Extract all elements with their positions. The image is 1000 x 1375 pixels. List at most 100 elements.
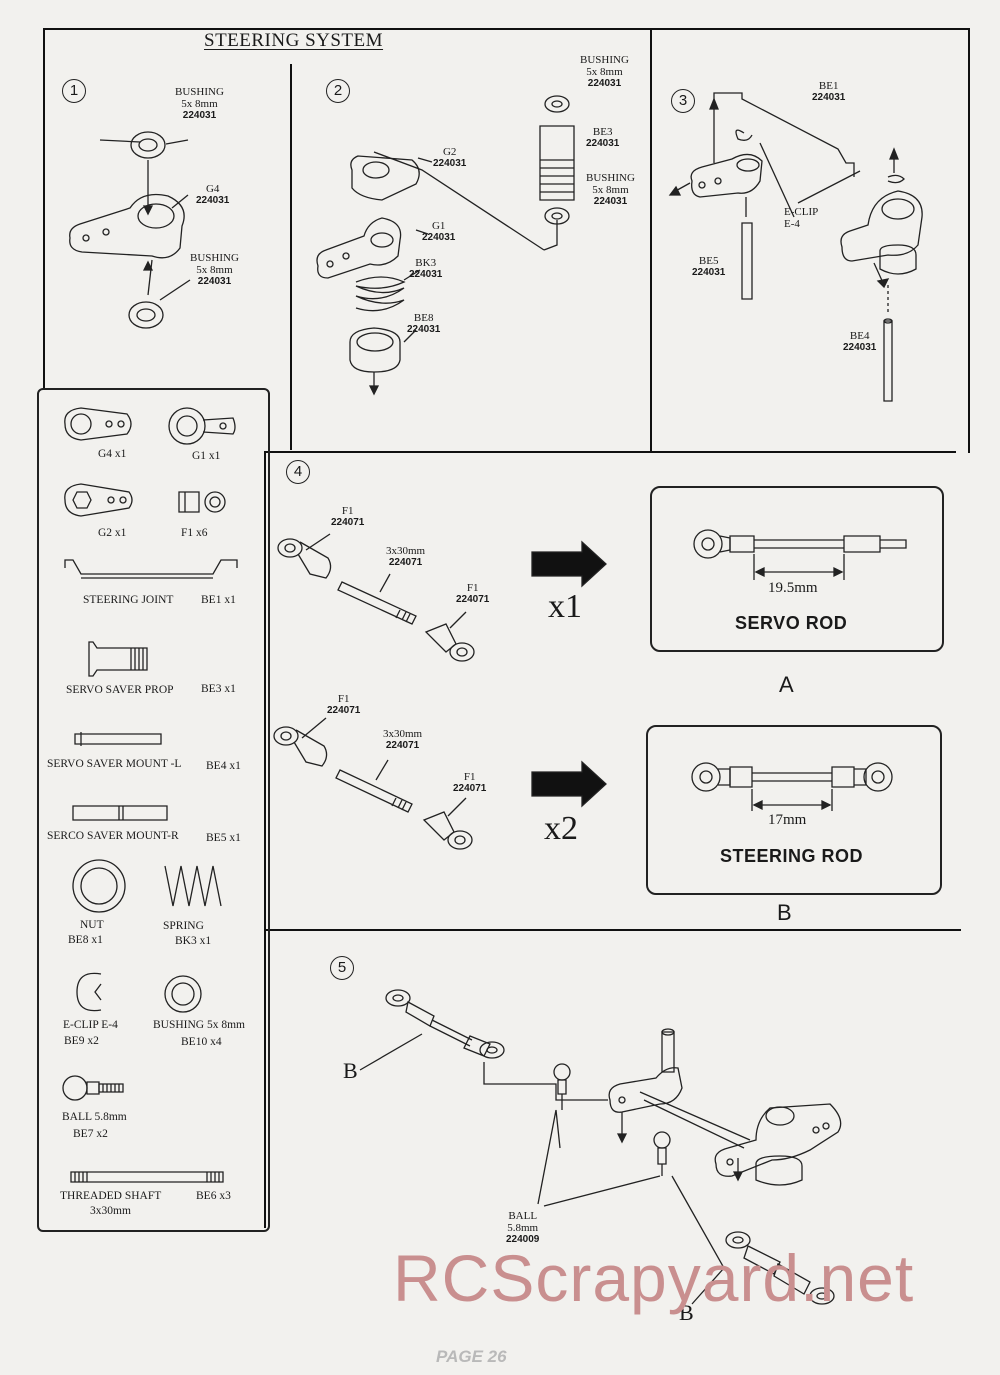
steering-rod-icon [386, 990, 504, 1058]
part-f1-label: F1 x6 [181, 527, 208, 539]
servo-rod-icon [650, 486, 940, 648]
part-servo-saver-prop-label: SERVO SAVER PROP [66, 684, 174, 696]
bushing-icon [129, 302, 163, 328]
part-spring-label: SPRING [163, 920, 204, 932]
part-g1-label: G1 x1 [192, 450, 221, 462]
parts-list-panel [37, 388, 270, 1232]
rod-end-icon [424, 812, 472, 849]
part-be4-label: BE4 x1 [206, 760, 241, 772]
page-number: PAGE 26 [436, 1347, 507, 1366]
steering-rod-icon [646, 725, 938, 891]
ball-stud-icon [654, 1132, 670, 1176]
steering-rod-dimension: 17mm [768, 812, 807, 828]
divider-row1 [266, 451, 956, 453]
serco-saver-mount-r-part-icon [73, 806, 167, 820]
part-bk3-label: BK3 x1 [175, 935, 212, 947]
threaded-rod-icon [336, 770, 412, 812]
spring-icon [356, 277, 404, 311]
spring-part-icon [165, 866, 221, 906]
g1-arm-icon [317, 218, 401, 278]
g2-arm-icon [351, 156, 419, 200]
g2-part-icon [65, 484, 132, 516]
bushing-icon [131, 132, 165, 158]
g4-part-icon [65, 408, 131, 440]
steering-joint-icon [714, 93, 854, 177]
frame-left [43, 28, 45, 390]
bushing-part-icon [165, 976, 201, 1012]
part-g2-label: G2 x1 [98, 527, 127, 539]
steering-joint-part-icon [65, 560, 237, 578]
step4-row2-multiplier: x2 [544, 810, 578, 847]
part-be1-label: BE1 x1 [201, 594, 236, 606]
part-g4-label: G4 x1 [98, 448, 127, 460]
be5-arm-icon [691, 154, 762, 197]
steering-arm-icon [715, 1104, 840, 1185]
step-1-number: 1 [62, 79, 86, 103]
arrow-right-icon [532, 542, 606, 586]
watermark: RCScrapyard.net [393, 1241, 915, 1315]
step-2-number: 2 [326, 79, 350, 103]
servo-saver-prop-part-icon [89, 642, 147, 676]
page-title: STEERING SYSTEM [204, 30, 384, 51]
part-be10-label: BE10 x4 [181, 1036, 222, 1048]
part-be9-label: BE9 x2 [64, 1035, 99, 1047]
servo-rod-dimension: 19.5mm [768, 580, 818, 596]
part-threaded-shaft-label: THREADED SHAFT [60, 1190, 162, 1202]
servo-rod-name: SERVO ROD [735, 613, 848, 633]
part-be3-label: BE3 x1 [201, 683, 236, 695]
step-5-number: 5 [330, 956, 354, 980]
step-3-number: 3 [671, 89, 695, 113]
steering-arm-icon [609, 1029, 682, 1112]
step3-drawing [662, 85, 952, 410]
step4-row1-multiplier: x1 [548, 588, 582, 625]
frame-right [968, 28, 970, 453]
divider-row2 [266, 929, 961, 931]
g4-arm-icon [70, 195, 184, 258]
steering-rod-name: STEERING ROD [720, 846, 864, 866]
part-ball-label: BALL 5.8mm [62, 1111, 127, 1123]
ball-stud-icon [554, 1064, 570, 1110]
part-threaded-size-label: 3x30mm [90, 1205, 131, 1217]
step5-drawing [360, 980, 860, 1310]
g1-part-icon [169, 408, 235, 444]
parts-list-icons [37, 388, 266, 1228]
part-servo-saver-mount-l-label: SERVO SAVER MOUNT -L [47, 758, 182, 770]
rod-end-icon [274, 727, 327, 766]
frame-top [44, 28, 970, 30]
eclip-part-icon [77, 973, 101, 1010]
part-bushing-label: BUSHING 5x 8mm [153, 1019, 246, 1031]
f1-part-icon [179, 492, 225, 512]
step-4-number: 4 [286, 460, 310, 484]
nut-part-icon [73, 860, 125, 912]
threaded-shaft-part-icon [71, 1172, 223, 1182]
part-be7-label: BE7 x2 [73, 1128, 108, 1140]
ball-part-icon [63, 1076, 123, 1100]
divider-2-3 [650, 28, 652, 452]
steering-rod-letter: B [777, 900, 792, 925]
step1-drawing [60, 120, 240, 335]
part-be5-label: BE5 x1 [206, 832, 241, 844]
arrow-right-icon [532, 762, 606, 806]
rod-end-icon [426, 624, 474, 661]
step5-rod-b-top-label: B [343, 1058, 358, 1083]
step5-rod-b-bottom-label: B [679, 1300, 694, 1325]
be4-arm-icon [841, 191, 922, 261]
steering-rod-box [646, 725, 942, 895]
